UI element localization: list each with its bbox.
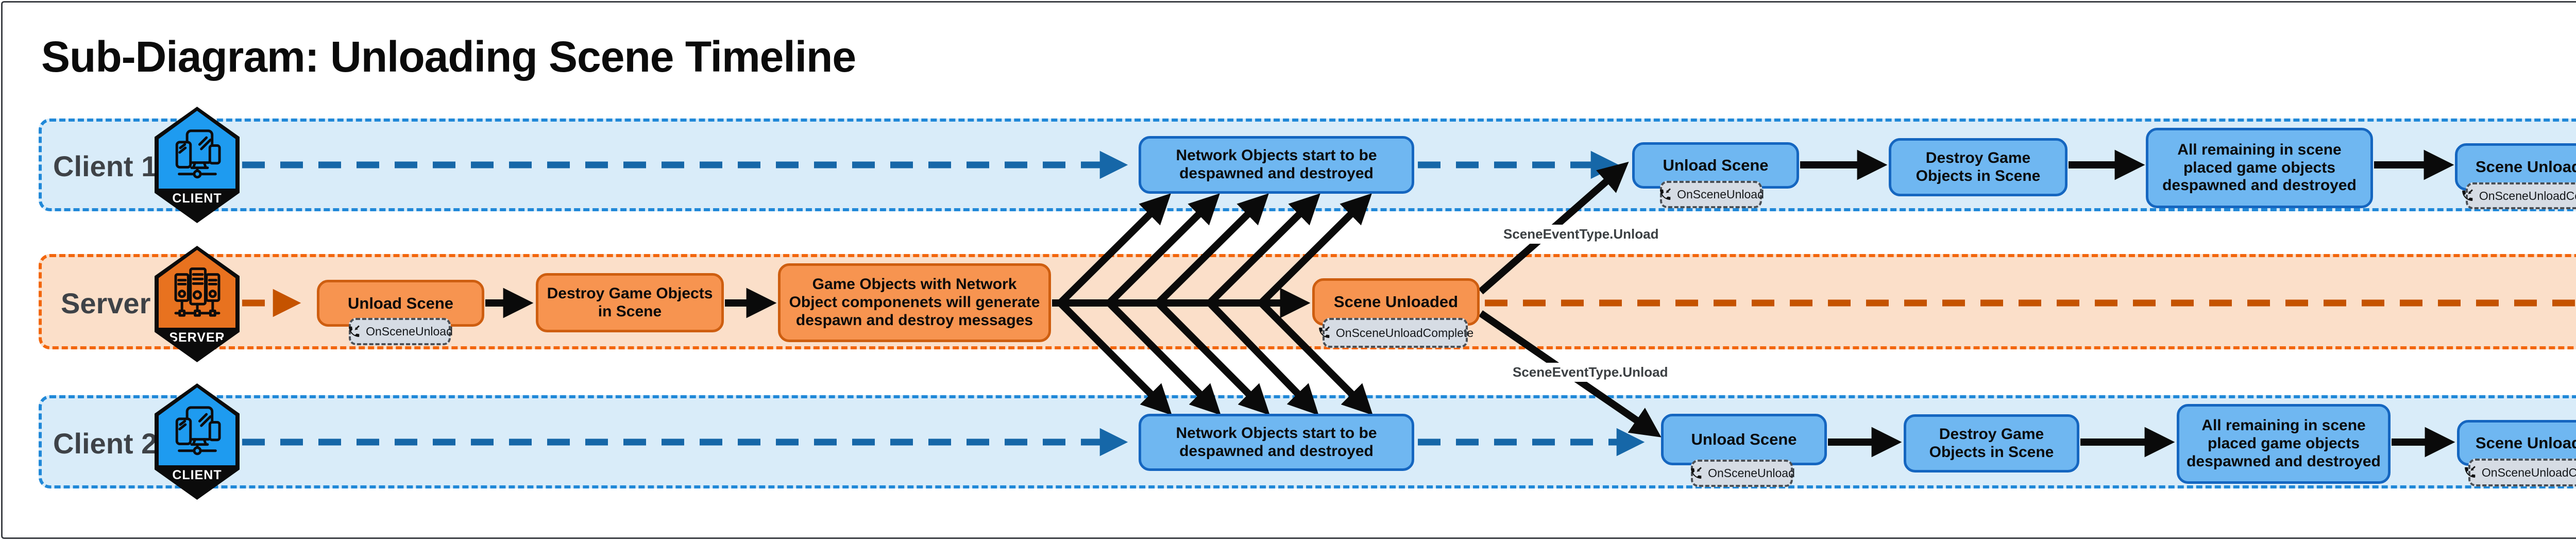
node-server-generate-messages: Game Objects with Network Object compone… — [778, 263, 1051, 342]
phone-callback-icon — [1691, 466, 1702, 479]
phone-callback-icon — [2462, 189, 2473, 201]
badge-label: CLIENT — [172, 468, 222, 483]
callback-tag-label: OnSceneUnloadComplete — [2481, 465, 2576, 479]
server-racks-icon — [174, 267, 220, 317]
phone-callback-icon — [1318, 326, 1330, 338]
client-devices-icon — [175, 129, 221, 179]
callback-tag-label: OnSceneUnloadComplete — [2479, 189, 2576, 202]
phone-callback-icon — [349, 325, 360, 337]
node-client2-unload-scene: Unload Scene — [1661, 414, 1827, 465]
callback-tag-label: OnSceneUnload — [1708, 466, 1795, 480]
callback-tag-server-onsceneunloadcomplete: OnSceneUnloadComplete — [1318, 318, 1473, 348]
badge-label: SERVER — [169, 330, 225, 345]
node-server-unload-scene: Unload Scene — [317, 280, 484, 327]
callback-tag-client1-onsceneunload: OnSceneUnload — [1660, 181, 1764, 208]
page-title: Sub-Diagram: Unloading Scene Timeline — [41, 32, 856, 81]
callback-tag-client2-onsceneunload: OnSceneUnload — [1691, 460, 1795, 487]
edge-label-sceneeventtype-unload-client1: SceneEventType.Unload — [1499, 225, 1659, 244]
lane-label-client1: Client 1 — [53, 150, 158, 182]
node-client2-all-remaining: All remaining in scene placed game objec… — [2177, 404, 2391, 484]
edge-label-sceneeventtype-unload-client2: SceneEventType.Unload — [1509, 363, 1668, 382]
node-client2-network-despawn: Network Objects start to be despawned an… — [1139, 414, 1414, 471]
node-client1-network-despawn: Network Objects start to be despawned an… — [1139, 136, 1414, 194]
node-client1-all-remaining: All remaining in scene placed game objec… — [2146, 128, 2373, 208]
phone-callback-icon — [2464, 466, 2476, 478]
callback-tag-client1-onsceneunloadcomplete: OnSceneUnloadComplete — [2462, 182, 2576, 209]
node-client2-scene-unloaded: Scene Unloaded — [2457, 420, 2576, 466]
node-client2-destroy-objects: Destroy Game Objects in Scene — [1904, 414, 2079, 472]
callback-tag-label: OnSceneUnloadComplete — [1335, 326, 1474, 340]
callback-tag-label: OnSceneUnload — [1677, 188, 1764, 201]
callback-tag-label: OnSceneUnload — [366, 325, 453, 338]
node-client1-destroy-objects: Destroy Game Objects in Scene — [1889, 138, 2067, 196]
lane-label-client2: Client 2 — [53, 427, 158, 460]
lane-label-server: Server — [61, 287, 151, 319]
callback-tag-server-onsceneunload: OnSceneUnload — [349, 318, 453, 345]
node-server-destroy-objects: Destroy Game Objects in Scene — [536, 273, 724, 332]
client-devices-icon — [175, 406, 221, 455]
phone-callback-icon — [1660, 188, 1671, 200]
badge-label: CLIENT — [172, 191, 222, 206]
callback-tag-client2-onsceneunloadcomplete: OnSceneUnloadComplete — [2464, 459, 2576, 486]
